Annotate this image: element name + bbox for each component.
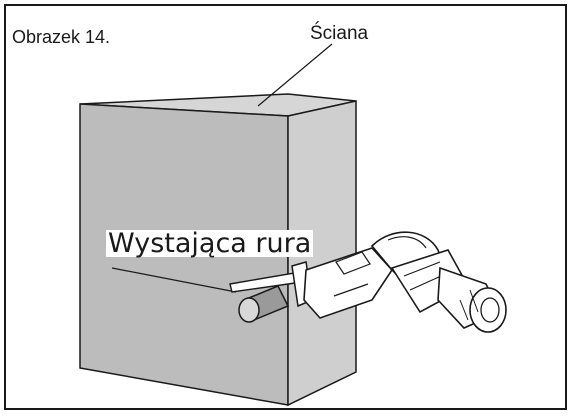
wall-leader-line — [257, 43, 333, 107]
pipe-label: Wystająca rura — [106, 228, 314, 259]
figure-label: Obrazek 14. — [12, 27, 111, 47]
reciprocating-saw-icon — [229, 231, 507, 333]
wall-side-face — [287, 100, 357, 407]
wall-label: Ściana — [310, 23, 369, 44]
pipe-icon — [238, 285, 290, 323]
pipe-leader-line — [111, 267, 237, 293]
